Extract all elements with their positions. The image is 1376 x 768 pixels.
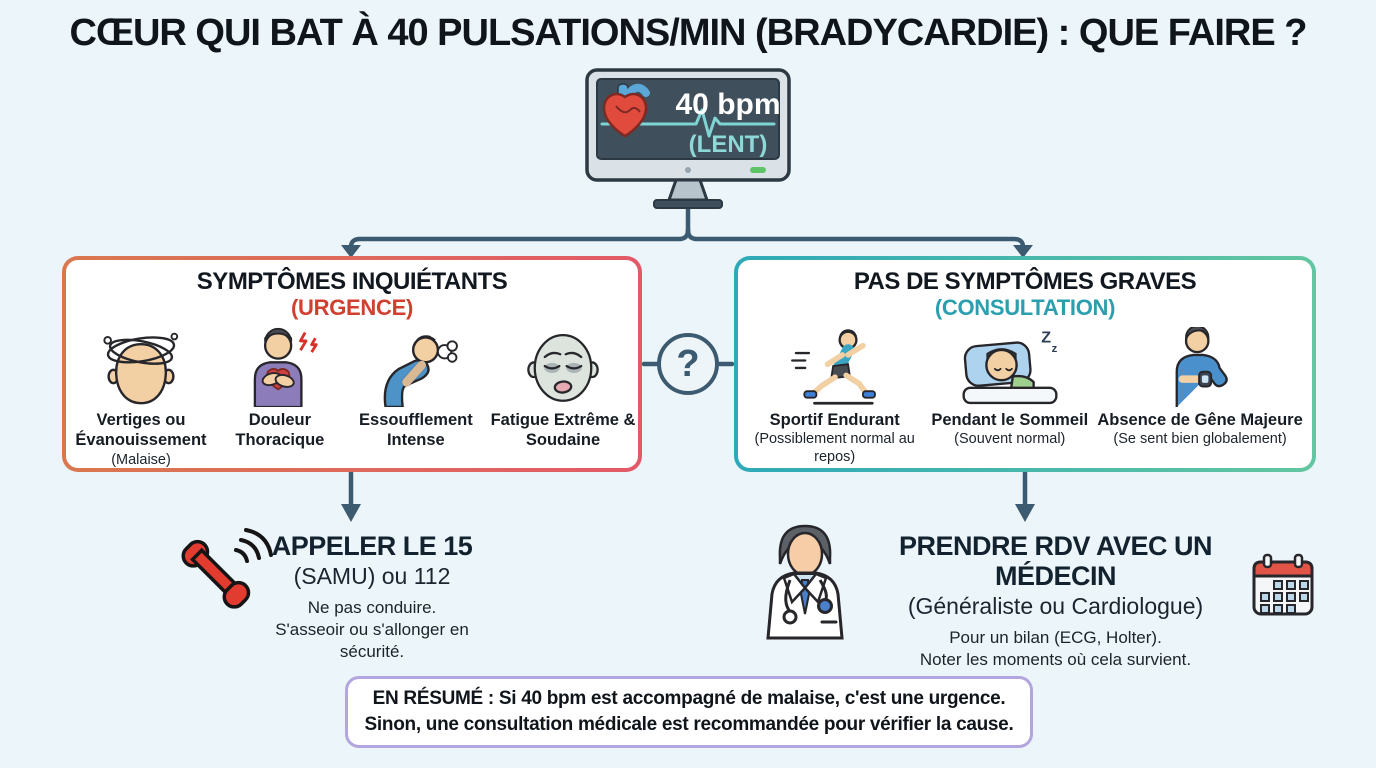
consult-action-subtitle: (Généraliste ou Cardiologue)	[907, 593, 1204, 620]
sleep-z-small: z	[1051, 343, 1057, 355]
consult-action-note-1: Pour un bilan (ECG, Holter).	[949, 628, 1162, 648]
symptom-label: Vertiges ou Évanouissement	[75, 410, 207, 450]
context-label: Sportif Endurant	[769, 410, 900, 429]
context-label: Absence de Gêne Majeure	[1097, 410, 1303, 429]
watch-check-icon	[1175, 326, 1228, 407]
monitor-bpm-label: 40 bpm	[675, 88, 780, 121]
urgent-action-subtitle: (SAMU) ou 112	[293, 563, 451, 590]
monitor-stand	[666, 178, 710, 202]
context-sublabel: (Se sent bien globalement)	[1113, 431, 1287, 448]
heart-monitor-icon: 40 bpm (LENT)	[585, 68, 791, 209]
urgent-symptoms-box: SYMPTÔMES INQUIÉTANTS (URGENCE)	[62, 256, 642, 472]
context-item-absence-gene: Absence de Gêne Majeure (Se sent bien gl…	[1097, 326, 1303, 449]
symptom-item-douleur: Douleur Thoracique	[216, 326, 344, 452]
consult-action: PRENDRE RDV AVEC UN MÉDECIN (Généraliste…	[858, 531, 1253, 671]
symptom-sublabel: (Malaise)	[111, 452, 171, 469]
ecg-line	[600, 108, 776, 138]
context-item-sportif: Sportif Endurant (Possiblement normal au…	[747, 326, 922, 466]
doctor-icon	[766, 524, 844, 640]
chest-pain-icon	[253, 327, 318, 407]
urgent-action-title: APPELER LE 15	[271, 531, 473, 561]
consult-action-title: PRENDRE RDV AVEC UN MÉDECIN	[898, 531, 1213, 592]
sleeping-icon: Z z	[962, 328, 1057, 404]
breathless-icon	[383, 335, 458, 407]
split-right-line	[685, 227, 1026, 250]
monitor-camera-dot	[685, 167, 691, 173]
arrowhead-consult-action	[1015, 504, 1035, 522]
page-title: CŒUR QUI BAT À 40 PULSATIONS/MIN (BRADYC…	[69, 12, 1308, 54]
summary-box: EN RÉSUMÉ : Si 40 bpm est accompagné de …	[345, 676, 1033, 748]
calendar-icon	[1252, 553, 1314, 616]
split-left-line	[348, 227, 691, 250]
arrowhead-urgent-action	[341, 504, 361, 522]
symptom-item-vertiges: Vertiges ou Évanouissement (Malaise)	[66, 326, 216, 470]
summary-line-1: EN RÉSUMÉ : Si 40 bpm est accompagné de …	[372, 688, 1006, 710]
monitor-status-label: (LENT)	[689, 131, 768, 158]
question-mark-badge: ?	[657, 333, 719, 395]
symptom-item-essoufflement: Essoufflement Intense	[344, 326, 488, 452]
heart-icon	[602, 83, 650, 138]
monitor-base	[653, 199, 723, 209]
context-sublabel: (Souvent normal)	[954, 431, 1066, 448]
normal-box-title: PAS DE SYMPTÔMES GRAVES	[853, 268, 1197, 295]
phone-call-icon	[181, 528, 273, 609]
symptom-item-fatigue: Fatigue Extrême & Soudaine	[488, 326, 638, 452]
urgent-action-note-1: Ne pas conduire.	[307, 597, 437, 617]
urgent-box-subtitle: (URGENCE)	[291, 294, 413, 320]
urgent-action: APPELER LE 15 (SAMU) ou 112 Ne pas condu…	[242, 531, 502, 663]
monitor-power-light	[750, 167, 766, 173]
context-sublabel: (Possiblement normal au repos)	[754, 431, 915, 465]
symptom-label: Douleur Thoracique	[235, 410, 325, 450]
question-mark: ?	[676, 342, 700, 385]
context-item-sommeil: Z z Pendant le Sommeil (Souvent normal)	[931, 326, 1088, 449]
runner-icon	[790, 328, 876, 405]
urgent-action-note-2: S'asseoir ou s'allonger en sécurité.	[275, 619, 469, 662]
context-label: Pendant le Sommeil	[931, 410, 1089, 429]
tired-face-icon	[527, 333, 599, 402]
summary-line-2: Sinon, une consultation médicale est rec…	[364, 714, 1014, 735]
sleep-z-big: Z	[1041, 328, 1051, 346]
no-symptoms-box: PAS DE SYMPTÔMES GRAVES (CONSULTATION)	[734, 256, 1316, 472]
normal-box-subtitle: (CONSULTATION)	[934, 294, 1116, 320]
symptom-label: Essoufflement Intense	[359, 410, 473, 450]
urgent-box-title: SYMPTÔMES INQUIÉTANTS	[196, 268, 508, 295]
consult-action-note-2: Noter les moments où cela survient.	[919, 650, 1192, 670]
dizzy-head-icon	[103, 332, 179, 405]
symptom-label: Fatigue Extrême & Soudaine	[490, 410, 636, 450]
